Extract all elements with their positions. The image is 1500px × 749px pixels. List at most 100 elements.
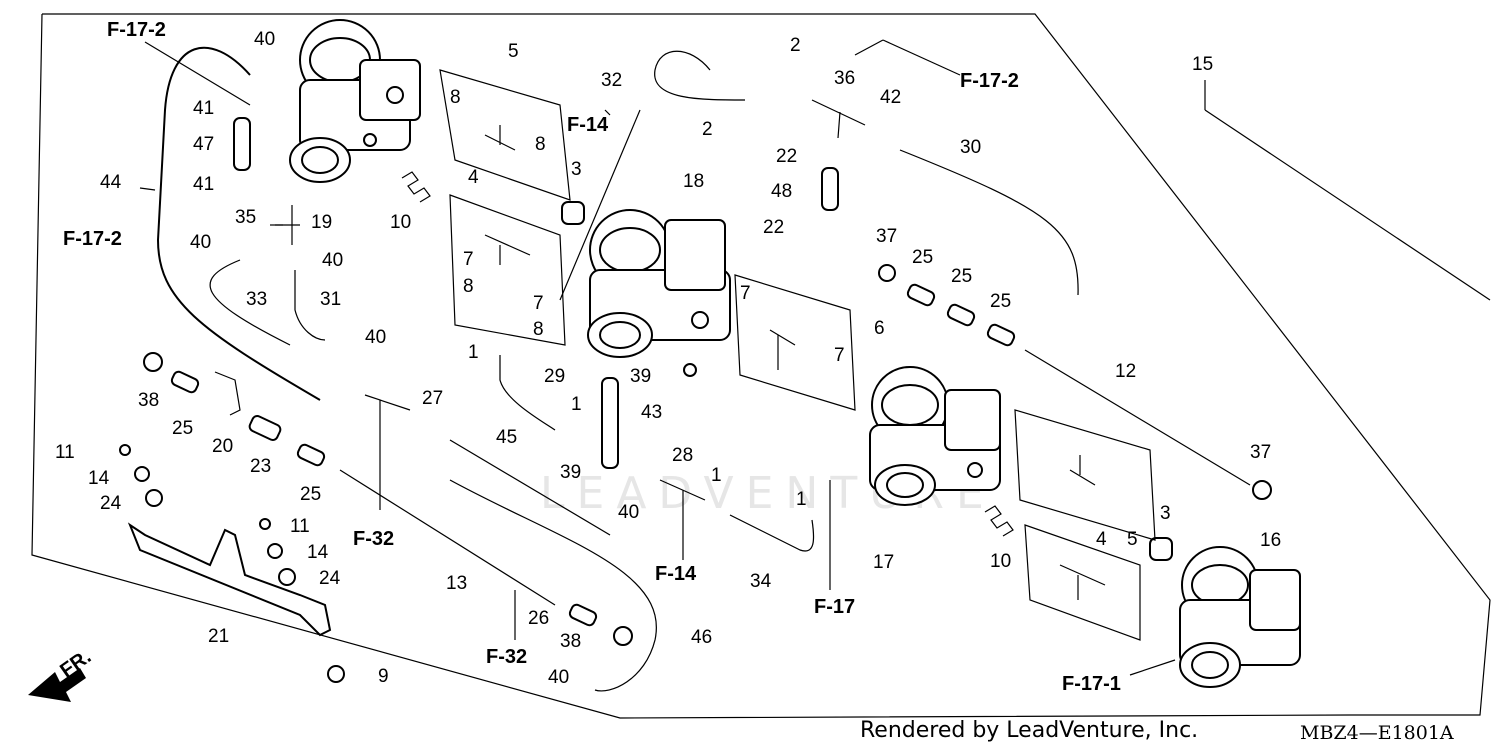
callout-7: 7 — [533, 293, 544, 314]
subassembly-6-box — [734, 274, 856, 411]
bracket-20 — [214, 371, 241, 416]
callout-25: 25 — [951, 266, 972, 287]
callout-38: 38 — [138, 390, 159, 411]
washer-14-a — [134, 466, 150, 482]
callout-48: 48 — [771, 181, 792, 202]
callout-47: 47 — [193, 134, 214, 155]
callout-34: 34 — [750, 571, 772, 592]
subassembly-5-lower-box — [1014, 409, 1156, 541]
ref-f32-a: F-32 — [353, 528, 394, 550]
callout-25: 25 — [172, 418, 193, 439]
rod-12 — [1024, 349, 1251, 486]
callout-41: 41 — [193, 98, 214, 119]
callout-7: 7 — [740, 283, 751, 304]
carburetor-17 — [869, 366, 1001, 506]
callout-38: 38 — [560, 631, 581, 652]
tube-43 — [601, 377, 619, 469]
diagram-code: MBZ4—E1801A — [1300, 722, 1454, 744]
callout-12: 12 — [1115, 361, 1136, 382]
nut-37-b — [1252, 480, 1272, 500]
callout-26: 26 — [528, 608, 549, 629]
callout-28: 28 — [672, 445, 693, 466]
cap-3-a — [561, 201, 585, 225]
assembly-outline — [31, 13, 1491, 719]
callout-14: 14 — [88, 468, 110, 489]
callout-31: 31 — [320, 289, 341, 310]
callout-10: 10 — [390, 212, 411, 233]
callout-2: 2 — [790, 35, 801, 56]
hose-34 — [729, 514, 815, 552]
callout-40: 40 — [254, 29, 275, 50]
ref-f17-1: F-17-1 — [1062, 673, 1121, 695]
callout-5: 5 — [508, 41, 519, 62]
ref-f14-top: F-14 — [567, 114, 609, 136]
ref-f32-b: F-32 — [486, 646, 527, 668]
callout-22: 22 — [776, 146, 797, 167]
callout-44: 44 — [100, 172, 122, 193]
callout-1: 1 — [468, 342, 479, 363]
rod-13 — [339, 469, 556, 606]
carburetor-18 — [587, 209, 731, 377]
joint-28 — [659, 479, 706, 520]
callout-40: 40 — [322, 250, 343, 271]
callout-3: 3 — [1160, 503, 1171, 524]
callout-6: 6 — [874, 318, 885, 339]
callout-20: 20 — [212, 436, 233, 457]
callout-8: 8 — [450, 87, 461, 108]
callout-40: 40 — [618, 502, 639, 523]
callout-27: 27 — [422, 388, 443, 409]
callout-18: 18 — [683, 171, 704, 192]
carburetor-16 — [1179, 546, 1301, 688]
hose-44 — [156, 46, 321, 401]
subassembly-4-lower-box — [1024, 524, 1141, 641]
callout-43: 43 — [641, 402, 662, 423]
cap-25-a — [906, 283, 936, 307]
front-direction-arrow — [28, 668, 86, 702]
ref-f17: F-17 — [814, 596, 855, 618]
callout-39: 39 — [630, 366, 651, 387]
joint-5-upper — [484, 125, 516, 151]
callout-23: 23 — [250, 456, 271, 477]
clip-9 — [327, 665, 345, 683]
callout-17: 17 — [873, 552, 894, 573]
callout-40: 40 — [190, 232, 211, 253]
callout-29: 29 — [544, 366, 565, 387]
subassembly-5-box — [439, 69, 571, 201]
subassembly-4-box — [449, 194, 566, 346]
joint-6 — [769, 329, 796, 370]
callout-25: 25 — [912, 247, 933, 268]
front-direction-label: FR. — [56, 646, 95, 683]
callout-24: 24 — [100, 493, 122, 514]
callout-37: 37 — [1250, 442, 1271, 463]
callout-1: 1 — [796, 489, 807, 510]
spring-10-b — [984, 505, 1014, 537]
ref-f17-2-top-right: F-17-2 — [960, 70, 1019, 92]
nut-24-a — [145, 489, 163, 507]
callout-22: 22 — [763, 217, 784, 238]
ref-f17-2-left: F-17-2 — [63, 228, 122, 250]
callout-45: 45 — [496, 427, 517, 448]
callout-30: 30 — [960, 137, 981, 158]
joint-36 — [811, 99, 866, 139]
carburetor-19 — [289, 19, 421, 183]
cap-3-b — [1149, 537, 1173, 561]
callout-11: 11 — [55, 442, 75, 463]
tube-48 — [821, 167, 839, 211]
callout-40: 40 — [548, 667, 569, 688]
cap-25-c — [986, 323, 1016, 347]
callout-10: 10 — [990, 551, 1011, 572]
ref-f17-2-top-left: F-17-2 — [107, 19, 166, 41]
callout-25: 25 — [300, 484, 321, 505]
callout-19: 19 — [311, 212, 332, 233]
callout-14: 14 — [307, 542, 329, 563]
cap-25-d — [170, 370, 200, 394]
callout-24: 24 — [319, 568, 341, 589]
callout-32: 32 — [601, 70, 622, 91]
callout-21: 21 — [208, 626, 229, 647]
callout-35: 35 — [235, 207, 256, 228]
callout-7: 7 — [463, 249, 474, 270]
hose-30 — [899, 149, 1079, 296]
callout-1: 1 — [571, 394, 582, 415]
screw-11-a — [119, 444, 131, 456]
